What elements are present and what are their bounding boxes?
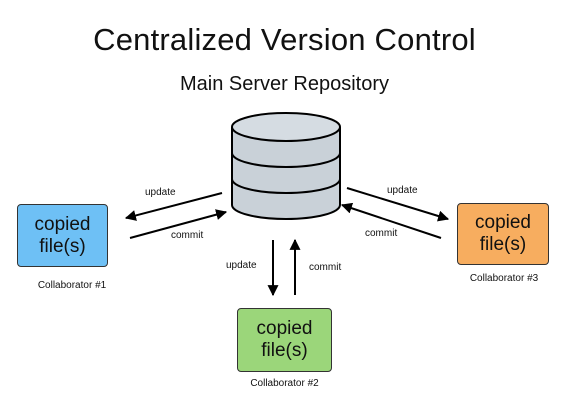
commit-arrow-1 bbox=[129, 209, 228, 239]
commit-label-3: commit bbox=[365, 228, 398, 239]
box-line-2: file(s) bbox=[479, 234, 527, 255]
box-line-2: file(s) bbox=[39, 235, 86, 257]
commit-label-2: commit bbox=[309, 262, 342, 273]
diagram-title: Centralized Version Control bbox=[93, 22, 476, 57]
update-arrow-3 bbox=[346, 187, 450, 222]
update-arrow-1 bbox=[124, 192, 223, 221]
collaborator-3-caption: Collaborator #3 bbox=[469, 273, 539, 284]
collaborator-3-files-box: copied file(s) bbox=[457, 203, 549, 265]
update-label-2: update bbox=[226, 260, 257, 271]
update-label-1: update bbox=[145, 187, 176, 198]
database-icon bbox=[231, 112, 341, 220]
collaborator-2-caption: Collaborator #2 bbox=[250, 378, 319, 389]
update-label-3: update bbox=[387, 185, 418, 196]
box-line-1: copied bbox=[34, 213, 91, 235]
server-label: Main Server Repository bbox=[180, 73, 389, 95]
box-line-2: file(s) bbox=[261, 340, 308, 361]
commit-arrow-3 bbox=[340, 202, 442, 239]
box-line-1: copied bbox=[475, 212, 531, 233]
box-line-1: copied bbox=[256, 318, 313, 339]
collaborator-1-files-box: copied file(s) bbox=[17, 204, 108, 267]
commit-label-1: commit bbox=[171, 230, 204, 241]
collaborator-2-files-box: copied file(s) bbox=[237, 308, 332, 372]
collaborator-1-caption: Collaborator #1 bbox=[37, 280, 107, 291]
